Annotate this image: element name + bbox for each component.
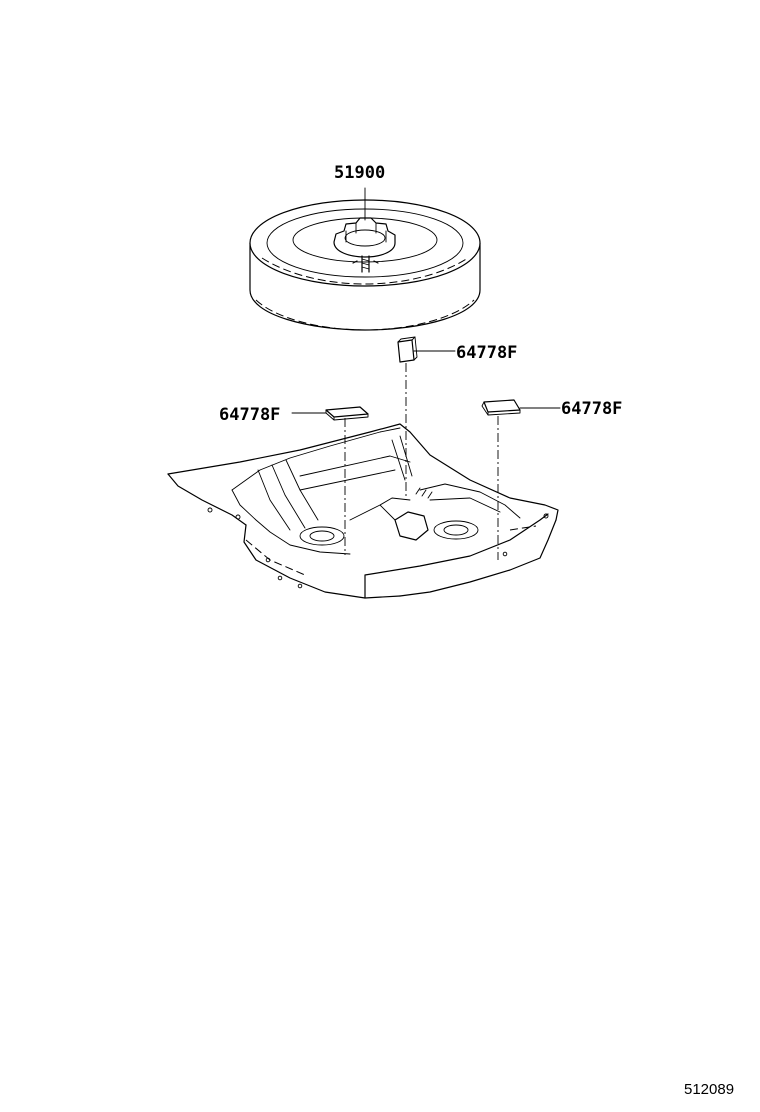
pad-left-illustration xyxy=(291,406,369,555)
pad-right-illustration xyxy=(481,399,561,560)
spare-tire-part-number: 51900 xyxy=(334,163,385,183)
pad-right-part-number: 64778F xyxy=(561,399,622,419)
clamp-nut-icon xyxy=(333,217,396,273)
spare-tire-illustration xyxy=(249,187,481,331)
pad-center-illustration xyxy=(397,336,456,500)
pad-center-part-number: 64778F xyxy=(456,343,517,363)
diagram-id: 512089 xyxy=(684,1081,734,1098)
pad-left-part-number: 64778F xyxy=(219,405,280,425)
floor-pan-illustration xyxy=(167,423,559,599)
